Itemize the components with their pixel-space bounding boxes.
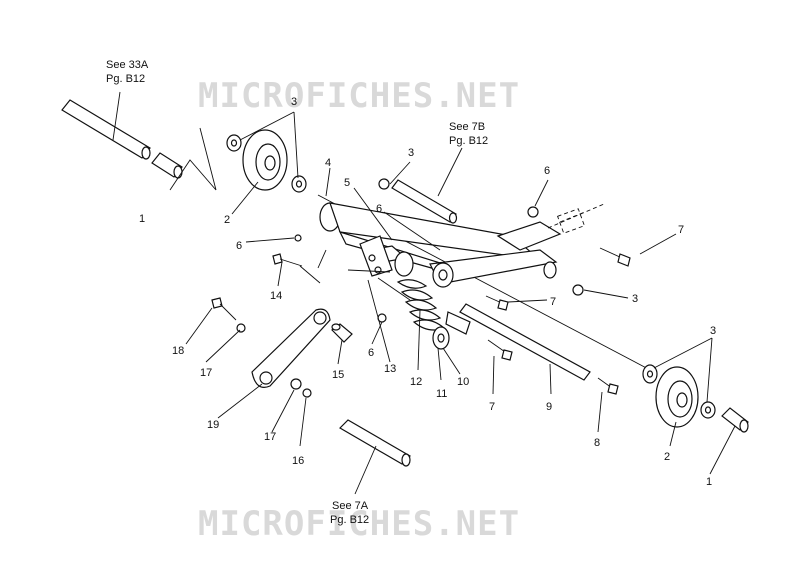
callout-7-lower: 7 xyxy=(489,401,495,413)
washer-17-upper xyxy=(236,323,246,333)
callout-10: 10 xyxy=(457,376,469,388)
callout-1-right: 1 xyxy=(706,476,712,488)
bolt-8 xyxy=(597,377,619,395)
spacer-right xyxy=(721,407,749,433)
callout-15: 15 xyxy=(332,369,344,381)
callout-6-center: 6 xyxy=(376,203,382,215)
callout-18: 18 xyxy=(172,345,184,357)
callout-2-right: 2 xyxy=(664,451,670,463)
callout-3-mid: 3 xyxy=(632,293,638,305)
svg-text:Pg. B12: Pg. B12 xyxy=(330,514,369,526)
callout-4: 4 xyxy=(325,157,331,169)
bracket-line-left xyxy=(169,127,217,191)
washer-17-lower xyxy=(290,378,302,390)
nut-6-right xyxy=(527,206,539,218)
callout-16: 16 xyxy=(292,455,304,467)
callout-6-lower: 6 xyxy=(368,347,374,359)
upper-left-shaft xyxy=(61,99,151,160)
reference-see-7b: See 7B Pg. B12 xyxy=(449,121,488,147)
leader-lines xyxy=(112,91,736,495)
bolt-14 xyxy=(272,253,303,267)
bolt-7-right xyxy=(599,247,631,267)
svg-text:See 7B: See 7B xyxy=(449,121,485,133)
svg-text:Pg. B12: Pg. B12 xyxy=(106,73,145,85)
callout-1-left: 1 xyxy=(139,213,145,225)
callout-9: 9 xyxy=(546,401,552,413)
callout-13: 13 xyxy=(384,363,396,375)
callout-6-left: 6 xyxy=(236,240,242,252)
callout-3-top: 3 xyxy=(291,96,297,108)
callout-19: 19 xyxy=(207,419,219,431)
callout-5: 5 xyxy=(344,177,350,189)
washer-3-mid xyxy=(572,284,584,296)
svg-text:See 33A: See 33A xyxy=(106,59,149,71)
callout-14: 14 xyxy=(270,290,282,302)
lower-shaft xyxy=(339,419,411,467)
callout-11: 11 xyxy=(436,388,447,400)
callout-3-shaft: 3 xyxy=(408,147,414,159)
bolt-7-lower xyxy=(487,339,513,361)
callout-7-mid: 7 xyxy=(550,296,556,308)
svg-text:Pg. B12: Pg. B12 xyxy=(449,135,488,147)
callout-6-right: 6 xyxy=(544,165,550,177)
callout-3-right: 3 xyxy=(710,325,716,337)
link-arm xyxy=(251,308,331,388)
left-idler-wheel xyxy=(226,129,307,193)
bolt-18 xyxy=(211,297,237,321)
reference-see-33a: See 33A Pg. B12 xyxy=(106,59,149,85)
bushing-15 xyxy=(331,323,353,343)
right-idler-wheel xyxy=(642,364,716,428)
watermark-bottom: MICROFICHES.NET xyxy=(198,504,520,544)
callout-7-right: 7 xyxy=(678,224,684,236)
bolt-7-mid xyxy=(485,295,509,311)
callout-12: 12 xyxy=(410,376,422,388)
callout-17-upper: 17 xyxy=(200,367,212,379)
callout-numbers: 1 2 3 4 3 5 6 6 6 7 7 7 3 14 6 13 12 11 … xyxy=(139,96,716,488)
callout-8: 8 xyxy=(594,437,600,449)
nut-16 xyxy=(302,388,312,398)
spacer-left xyxy=(151,152,183,179)
rear-axle xyxy=(459,303,591,381)
svg-text:See 7A: See 7A xyxy=(332,500,369,512)
upper-shaft xyxy=(378,178,458,224)
callout-17-lower: 17 xyxy=(264,431,276,443)
nut-6-left xyxy=(294,234,302,242)
shock-bracket xyxy=(359,235,393,277)
callout-2-left: 2 xyxy=(224,214,230,226)
watermark-top: MICROFICHES.NET xyxy=(198,76,520,116)
reference-see-7a: See 7A Pg. B12 xyxy=(330,500,369,526)
